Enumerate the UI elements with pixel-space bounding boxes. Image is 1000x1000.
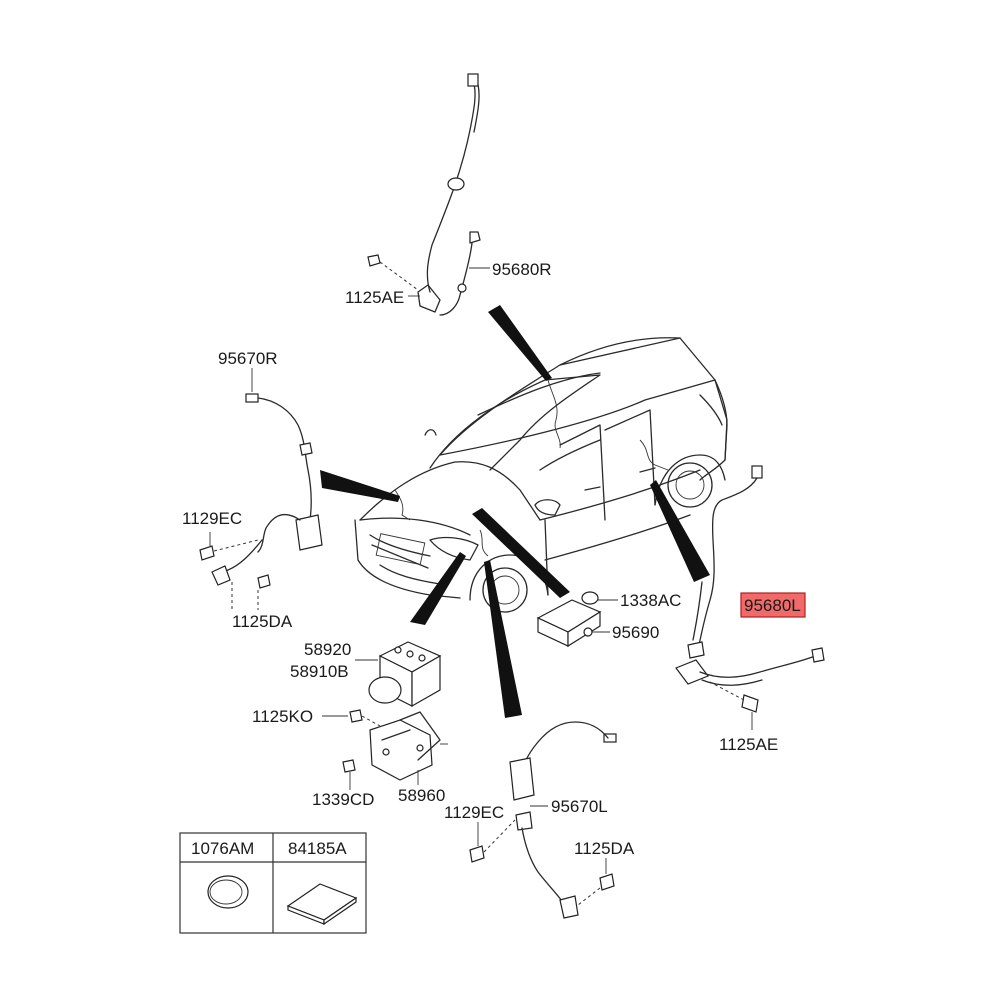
label-58960: 58960 xyxy=(398,786,445,805)
legend-header-84185A: 84185A xyxy=(288,839,347,858)
plug-1076AM-image xyxy=(207,875,249,909)
bracket-58960 xyxy=(322,709,448,790)
wedge-front-abs xyxy=(410,552,466,625)
label-95670R: 95670R xyxy=(218,349,278,368)
sensor-95680R xyxy=(367,73,490,316)
label-1129EC-bottom: 1129EC xyxy=(444,803,504,822)
label-95690: 95690 xyxy=(612,623,659,642)
sensor-95680L xyxy=(675,465,825,730)
highlight-box xyxy=(740,592,806,618)
wedge-left xyxy=(320,470,400,502)
wedge-center-right xyxy=(472,508,570,598)
car-wiring xyxy=(394,379,669,557)
legend-table xyxy=(179,832,367,934)
label-58910B: 58910B xyxy=(290,662,349,681)
pointer-wedges xyxy=(320,305,710,718)
sensor-95670R xyxy=(199,368,323,610)
airbag-module-95690 xyxy=(536,591,618,648)
label-1125KO: 1125KO xyxy=(252,707,313,726)
label-1338AC: 1338AC xyxy=(620,591,681,610)
label-1125AE-right: 1125AE xyxy=(719,735,778,754)
sensor-95670L xyxy=(469,721,617,919)
label-1125DA-left: 1125DA xyxy=(232,612,293,631)
pad-84185A-image xyxy=(286,883,358,926)
label-95680L: 95680L xyxy=(744,596,801,615)
wedge-top xyxy=(488,305,552,381)
abs-module-58920 xyxy=(355,641,442,708)
wedge-rear-right xyxy=(650,480,710,582)
label-1339CD: 1339CD xyxy=(312,790,374,809)
label-1129EC-left: 1129EC xyxy=(182,509,242,528)
wedge-front-bottom xyxy=(484,560,522,718)
label-58920: 58920 xyxy=(304,640,351,659)
label-1125DA-bottom: 1125DA xyxy=(574,839,635,858)
label-95680R: 95680R xyxy=(492,260,552,279)
label-1125AE-top: 1125AE xyxy=(345,288,404,307)
label-95670L: 95670L xyxy=(551,797,608,816)
legend-header-1076AM: 1076AM xyxy=(191,839,254,858)
